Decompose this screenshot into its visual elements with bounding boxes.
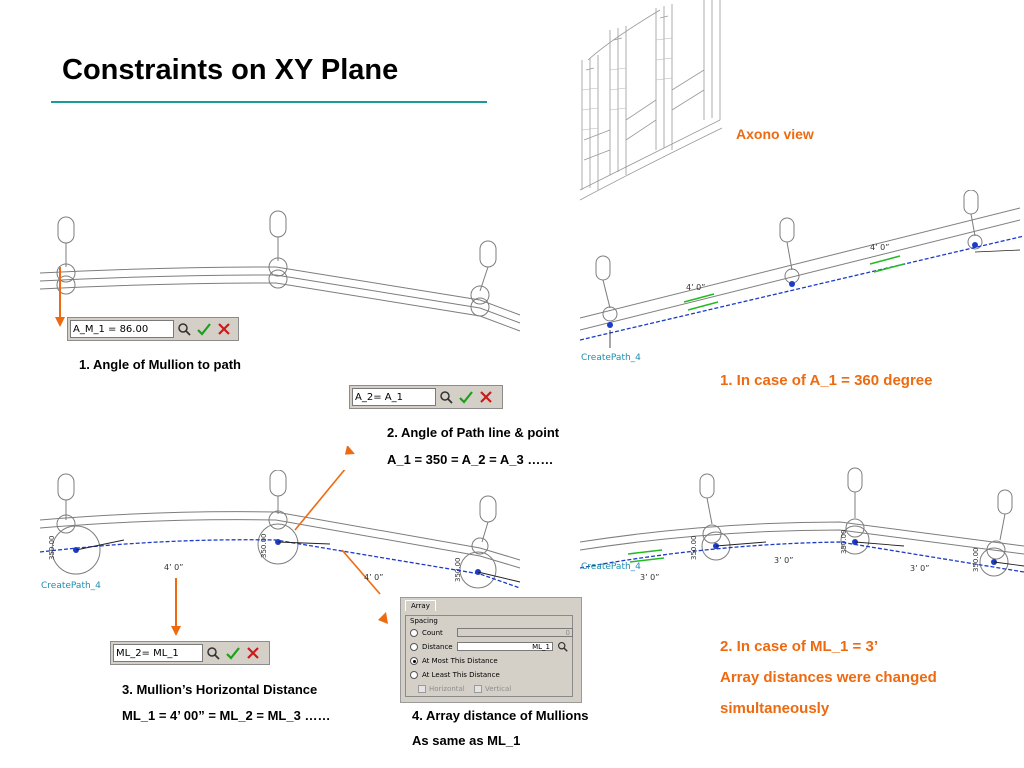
spacing-group-label: Spacing xyxy=(409,617,439,625)
count-field[interactable]: 0 xyxy=(457,628,573,637)
caption-horizontal-distance: 3. Mullion’s Horizontal Distance xyxy=(122,682,318,697)
spacing-group xyxy=(405,615,573,697)
angle-label: 350.00 xyxy=(690,536,698,561)
close-icon[interactable] xyxy=(214,319,234,339)
sketch-angle-360: 4’ 0” 4’ 0” xyxy=(580,190,1024,348)
search-icon[interactable] xyxy=(203,643,223,663)
radio-button[interactable] xyxy=(410,629,418,637)
note-angle-360: 1. In case of A_1 = 360 degree xyxy=(720,372,933,389)
caption-horizontal-distance-formula: ML_1 = 4’ 00” = ML_2 = ML_3 …… xyxy=(122,708,331,723)
radio-label: At Most This Distance xyxy=(422,657,498,665)
formula-bar-angle: A_M_1 = 86.00 xyxy=(67,317,239,341)
note-array-changed: Array distances were changed xyxy=(720,669,937,686)
title-underline xyxy=(51,101,487,103)
orange-arrowheads xyxy=(344,446,388,624)
sketch-array-3ft: 3’ 0” 3’ 0” 3’ 0” 350.00 350.00 350.00 xyxy=(580,467,1024,582)
checkmark-icon[interactable] xyxy=(456,387,476,407)
dim-label: 4’ 0” xyxy=(870,243,889,252)
radio-button[interactable] xyxy=(410,643,418,651)
checkbox-vertical[interactable]: Vertical xyxy=(474,685,511,693)
radio-distance[interactable]: Distance xyxy=(410,643,453,651)
formula-input-path-angle[interactable]: A_2= A_1 xyxy=(352,388,436,406)
sketch-angle-mullion xyxy=(40,210,521,332)
dim-label: 3’ 0” xyxy=(910,564,929,573)
array-dialog: Array Spacing Count 0 Distance ML_1 At M… xyxy=(400,597,582,703)
formula-bar-path-angle: A_2= A_1 xyxy=(349,385,503,409)
radio-label: Distance xyxy=(422,643,453,651)
angle-label: 350.00 xyxy=(972,548,980,573)
checkbox[interactable] xyxy=(418,685,426,693)
checkbox-label: Horizontal xyxy=(429,685,465,693)
checkmark-icon[interactable] xyxy=(223,643,243,663)
caption-angle-mullion: 1. Angle of Mullion to path xyxy=(79,357,241,372)
radio-at-least[interactable]: At Least This Distance xyxy=(410,671,500,679)
checkmark-icon[interactable] xyxy=(194,319,214,339)
dim-label: 3’ 0” xyxy=(640,573,659,582)
search-icon[interactable] xyxy=(557,641,568,654)
angle-label: 350.00 xyxy=(454,558,462,583)
caption-array-distance: 4. Array distance of Mullions xyxy=(412,708,589,723)
dim-label: 4’ 0” xyxy=(686,283,705,292)
angle-label: 350.00 xyxy=(260,534,268,559)
orange-arrow-down xyxy=(171,578,181,636)
radio-button[interactable] xyxy=(410,671,418,679)
formula-bar-distance: ML_2= ML_1 xyxy=(110,641,270,665)
axono-view-label: Axono view xyxy=(736,126,814,142)
checkbox-label: Vertical xyxy=(485,685,512,693)
search-icon[interactable] xyxy=(174,319,194,339)
sketch-horizontal-distance: 4’ 0” 4’ 0” 350.00 350.00 350.00 xyxy=(40,470,521,595)
formula-input-angle[interactable]: A_M_1 = 86.00 xyxy=(70,320,174,338)
dim-label: 4’ 0” xyxy=(364,573,383,582)
path-label: CreatePath_4 xyxy=(581,562,641,572)
angle-label: 350.00 xyxy=(840,530,848,555)
path-label: CreatePath_4 xyxy=(581,353,641,363)
angle-label: 350.00 xyxy=(48,536,56,561)
radio-button-selected[interactable] xyxy=(410,657,418,665)
dim-label: 4’ 0” xyxy=(164,563,183,572)
checkbox-horizontal[interactable]: Horizontal xyxy=(418,685,465,693)
path-label: CreatePath_4 xyxy=(41,581,101,591)
radio-label: At Least This Distance xyxy=(422,671,500,679)
caption-array-distance-note: As same as ML_1 xyxy=(412,733,521,748)
distance-field[interactable]: ML_1 xyxy=(457,642,553,651)
radio-count[interactable]: Count xyxy=(410,629,443,637)
page-title: Constraints on XY Plane xyxy=(62,54,399,86)
close-icon[interactable] xyxy=(476,387,496,407)
note-array-3ft: 2. In case of ML_1 = 3’ xyxy=(720,638,878,655)
search-icon[interactable] xyxy=(436,387,456,407)
caption-path-angle: 2. Angle of Path line & point xyxy=(387,425,560,440)
formula-input-distance[interactable]: ML_2= ML_1 xyxy=(113,644,203,662)
checkbox[interactable] xyxy=(474,685,482,693)
note-array-simultaneous: simultaneously xyxy=(720,700,830,717)
radio-at-most[interactable]: At Most This Distance xyxy=(410,657,498,665)
tab-array[interactable]: Array xyxy=(405,600,436,611)
close-icon[interactable] xyxy=(243,643,263,663)
radio-label: Count xyxy=(422,629,443,637)
dim-label: 3’ 0” xyxy=(774,556,793,565)
axono-view-drawing xyxy=(579,0,723,201)
caption-path-angle-formula: A_1 = 350 = A_2 = A_3 …… xyxy=(387,452,554,467)
